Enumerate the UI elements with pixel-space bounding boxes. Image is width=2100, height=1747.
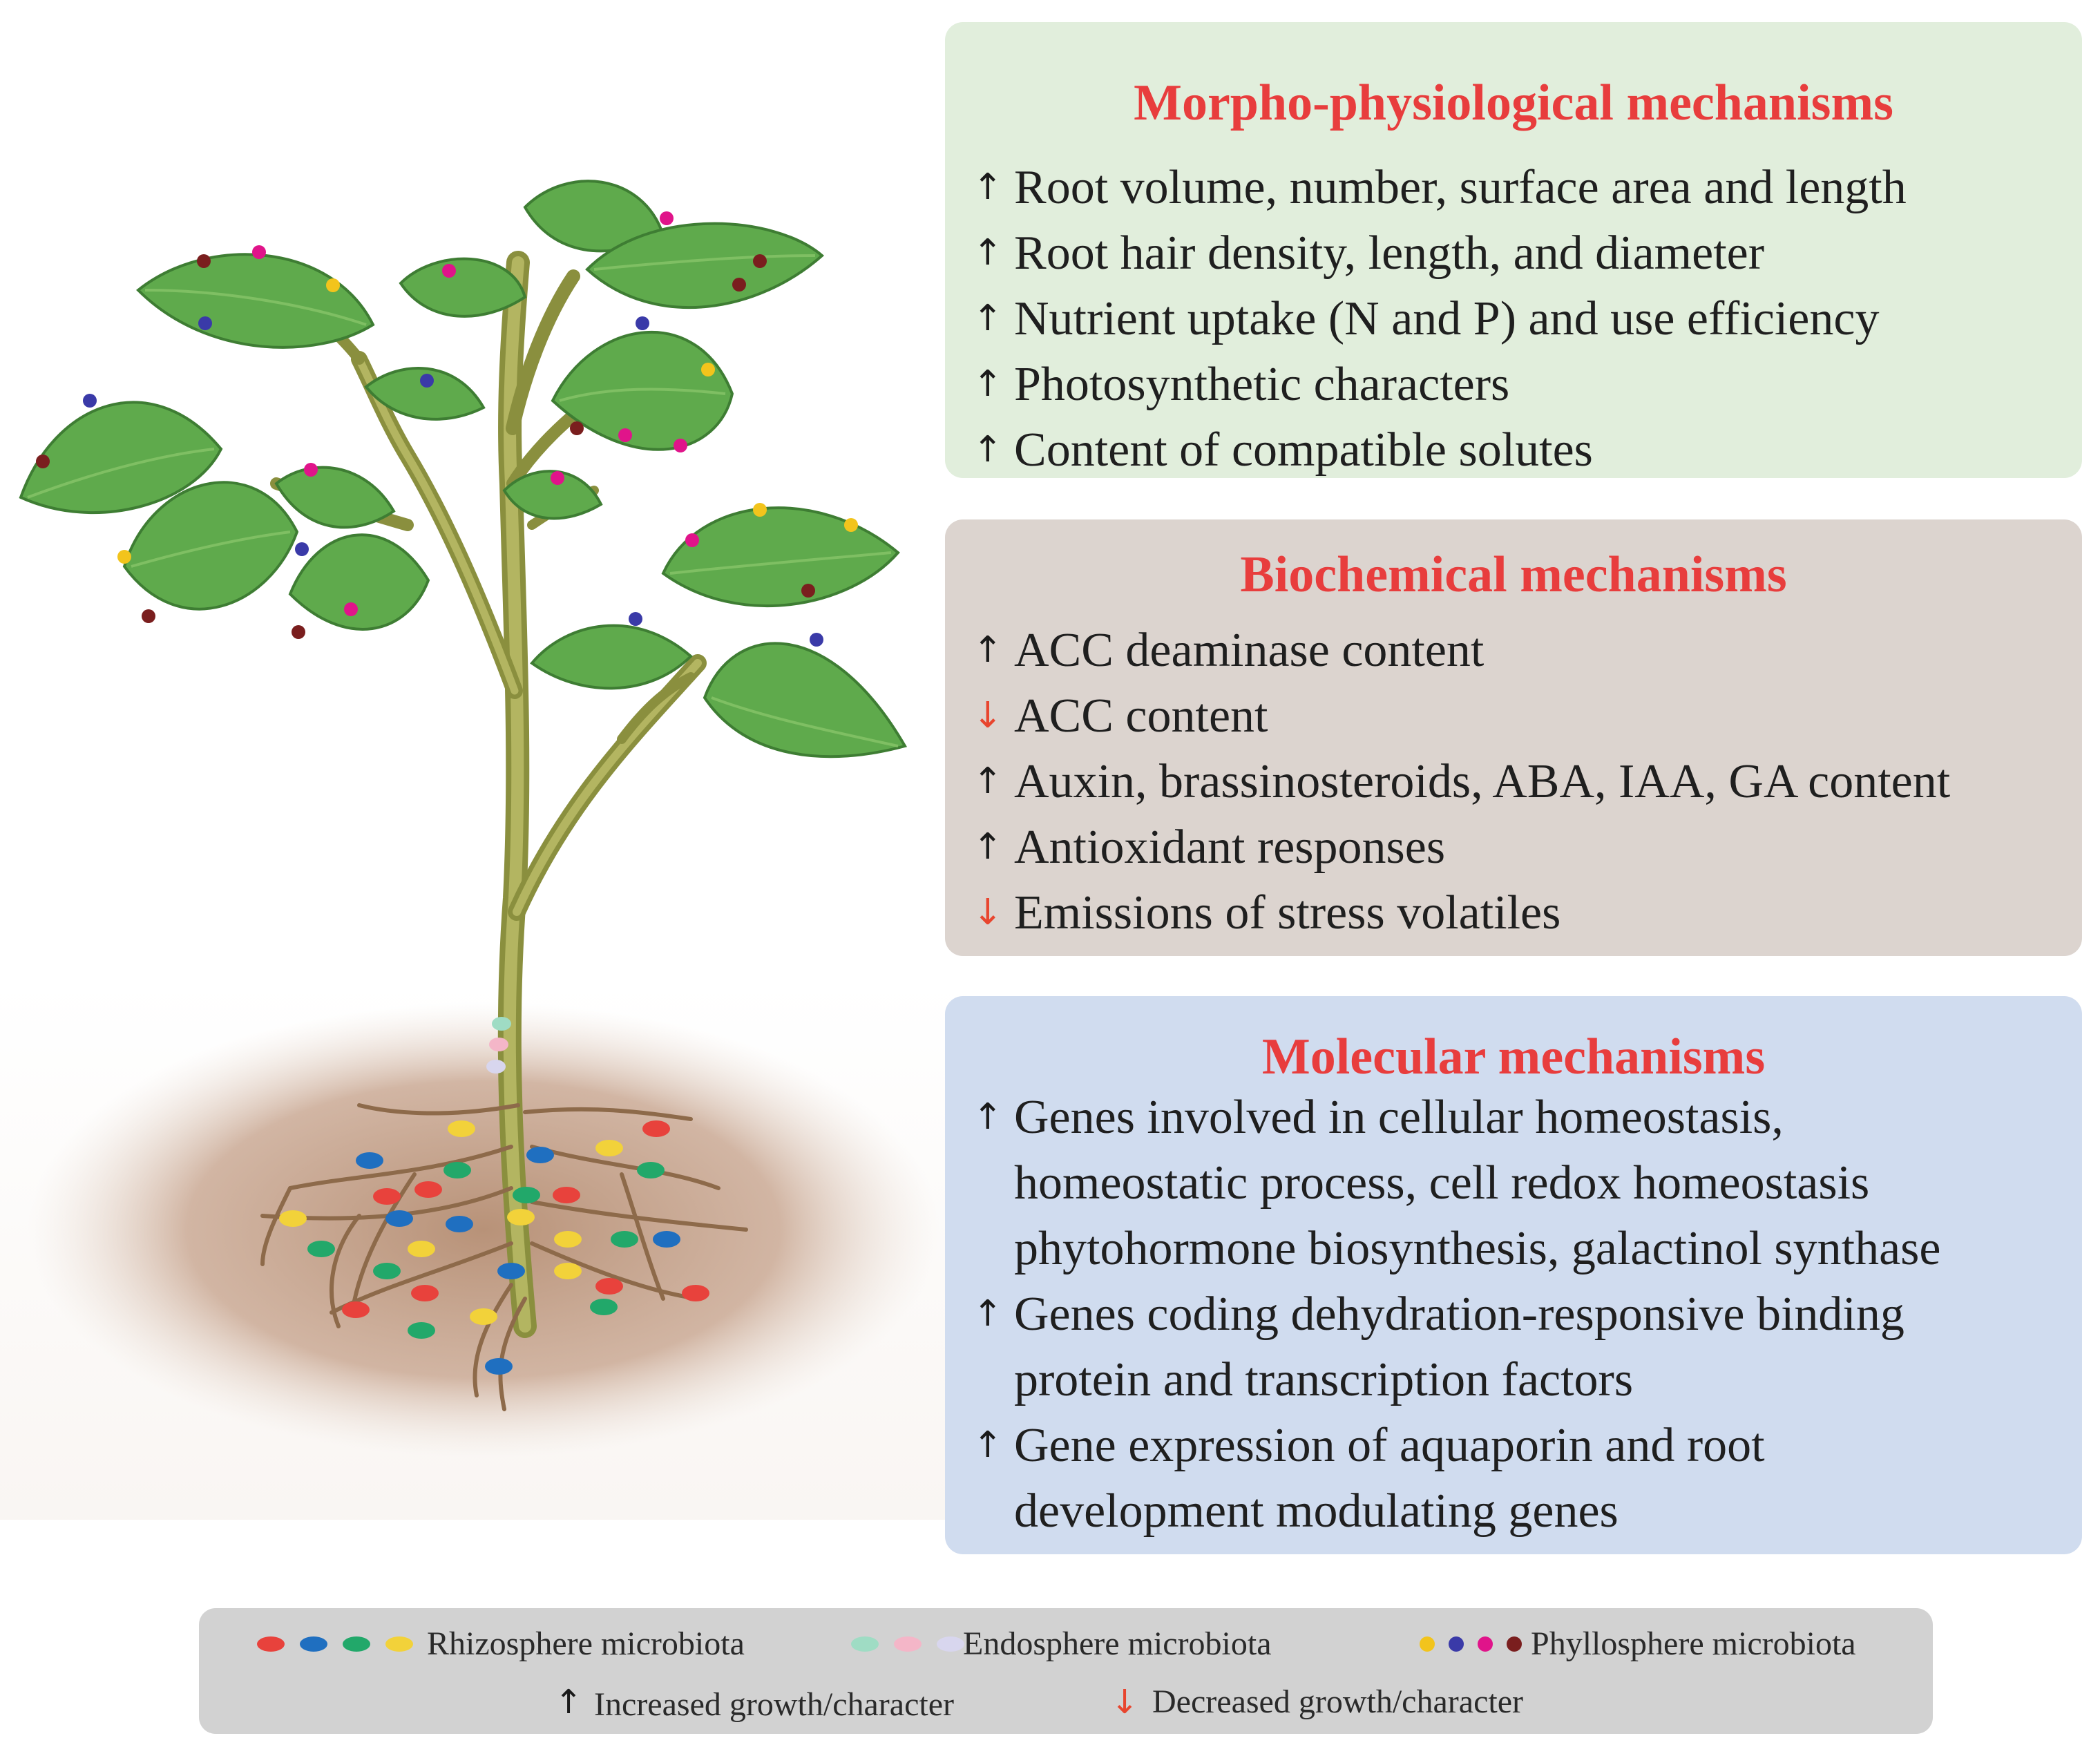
item-text: Emissions of stress volatiles — [1014, 886, 1561, 939]
up-arrow-icon: ↑ — [973, 1096, 1003, 1138]
item-line: phytohormone biosynthesis, galactinol sy… — [1014, 1222, 1941, 1275]
up-arrow-icon: ↑ — [973, 761, 1003, 802]
up-arrow-icon: ↑ — [973, 1424, 1003, 1466]
up-arrow-icon: ↑ — [973, 629, 1003, 671]
item-text: Nutrient uptake (N and P) and use effici… — [1014, 292, 1880, 345]
plant-roots — [260, 1103, 748, 1411]
up-arrow-icon: ↑ — [973, 429, 1003, 470]
up-arrow-icon: ↑ — [555, 1683, 583, 1721]
rhizosphere-microbes — [279, 1120, 709, 1375]
legend: Rhizosphere microbiota Endosphere microb… — [199, 1608, 1933, 1734]
endosphere-legend-icon — [851, 1636, 964, 1652]
mechanism-list: ↑ Genes involved in cellular homeostasis,… — [945, 1085, 2082, 1544]
mechanism-list: ↑ ACC deaminase content ↓ ACC content ↑ Aux… — [945, 618, 2082, 946]
list-item: ↑ Content of compatible solutes — [945, 417, 2082, 483]
leaf-veins — [27, 254, 899, 747]
item-line: Genes coding dehydration-responsive bind… — [1014, 1288, 1905, 1341]
rhizosphere-legend-icon — [257, 1636, 413, 1652]
item-text: Root hair density, length, and diameter — [1014, 227, 1765, 280]
list-item: ↑ Nutrient uptake (N and P) and use effic… — [945, 286, 2082, 352]
list-item: ↑ Photosynthetic characters — [945, 352, 2082, 417]
molecular-panel: Molecular mechanisms ↑ Genes involved in … — [945, 996, 2082, 1554]
item-text: Root volume, number, surface area and le… — [1014, 161, 1907, 214]
list-item: ↑ ACC deaminase content — [945, 618, 2082, 683]
down-arrow-icon: ↓ — [1111, 1683, 1139, 1721]
list-item: ↓ ACC content — [945, 683, 2082, 749]
list-item: ↑ Root hair density, length, and diameter — [945, 220, 2082, 286]
up-arrow-icon: ↑ — [973, 826, 1003, 868]
up-arrow-icon: ↑ — [973, 298, 1003, 339]
mechanism-list: ↑ Root volume, number, surface area and l… — [945, 155, 2082, 483]
item-line: development modulating genes — [1014, 1485, 1619, 1538]
phyllosphere-legend-label: Phyllosphere microbiota — [1531, 1625, 1856, 1662]
panel-title: Biochemical mechanisms — [1240, 546, 1787, 603]
decreased-legend-label: Decreased growth/character — [1152, 1683, 1523, 1720]
item-text: ACC deaminase content — [1014, 624, 1485, 677]
item-line: Gene expression of aquaporin and root — [1014, 1419, 1765, 1472]
up-arrow-icon: ↑ — [973, 166, 1003, 208]
list-item: ↑ Genes coding dehydration-responsive bin… — [945, 1281, 2082, 1413]
soil-area — [0, 981, 967, 1520]
list-item: ↑ Genes involved in cellular homeostasis,… — [945, 1085, 2082, 1281]
list-item: ↓ Emissions of stress volatiles — [945, 880, 2082, 946]
rhizosphere-legend-label: Rhizosphere microbiota — [427, 1625, 745, 1662]
panel-title: Molecular mechanisms — [1261, 1029, 1766, 1085]
phyllosphere-microbes — [36, 211, 858, 647]
item-text: Content of compatible solutes — [1014, 423, 1593, 477]
down-arrow-icon: ↓ — [973, 695, 1003, 736]
item-text: Auxin, brassinosteroids, ABA, IAA, GA co… — [1014, 755, 1951, 808]
item-text: Antioxidant responses — [1014, 821, 1446, 874]
item-line: protein and transcription factors — [1014, 1353, 1634, 1406]
up-arrow-icon: ↑ — [973, 232, 1003, 274]
item-text: ACC content — [1014, 689, 1268, 743]
item-text: Photosynthetic characters — [1014, 358, 1510, 411]
plant-leaves — [19, 180, 908, 758]
item-line: Genes involved in cellular homeostasis, — [1014, 1091, 1784, 1144]
endosphere-legend-label: Endosphere microbiota — [963, 1625, 1272, 1662]
panel-title: Morpho-physiological mechanisms — [1134, 75, 1893, 131]
list-item: ↑ Auxin, brassinosteroids, ABA, IAA, GA c… — [945, 749, 2082, 814]
biochemical-panel: Biochemical mechanisms ↑ ACC deaminase co… — [945, 519, 2082, 956]
up-arrow-icon: ↑ — [973, 1293, 1003, 1335]
endosphere-microbes — [486, 1017, 511, 1073]
list-item: ↑ Gene expression of aquaporin and root de… — [945, 1413, 2082, 1544]
list-item: ↑ Antioxidant responses — [945, 814, 2082, 880]
increased-legend-label: Increased growth/character — [594, 1686, 955, 1723]
item-line: homeostatic process, cell redox homeosta… — [1014, 1156, 1870, 1210]
morpho-physiological-panel: Morpho-physiological mechanisms ↑ Root vo… — [945, 22, 2082, 478]
down-arrow-icon: ↓ — [973, 892, 1003, 933]
list-item: ↑ Root volume, number, surface area and l… — [945, 155, 2082, 220]
phyllosphere-legend-icon — [1420, 1636, 1522, 1652]
up-arrow-icon: ↑ — [973, 363, 1003, 405]
plant-illustration — [0, 180, 967, 1520]
